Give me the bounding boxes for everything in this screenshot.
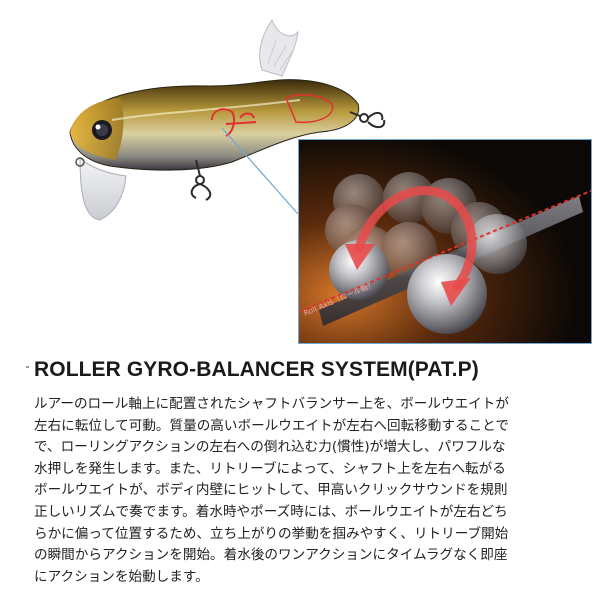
- page-title: ROLLER GYRO-BALANCER SYSTEM(PAT.P): [34, 358, 479, 381]
- description-line: で、ローリングアクションの左右への倒れ込む力(慣性)が増大し、パワフルな: [34, 439, 506, 456]
- gyro-detail-panel: Roll Axis（ロール軸）: [298, 139, 592, 344]
- description-line: ボールウエイトが、ボディ内壁にヒットして、甲高いクリックサウンドを規則: [34, 482, 508, 499]
- description-line: ルアーのロール軸上に配置されたシャフトバランサー上を、ボールウエイトが: [34, 396, 509, 412]
- ball-weight-mid: [467, 214, 527, 274]
- front-hook: [190, 159, 212, 201]
- heading-mark: [26, 366, 29, 368]
- description-text: ルアーのロール軸上に配置されたシャフトバランサー上を、ボールウエイトが 左右に転…: [34, 394, 574, 588]
- lure-eye: [92, 120, 112, 140]
- arrow-head-down: [441, 278, 471, 306]
- description-line: 正しいリズムで奏でます。着水時やポーズ時には、ボールウエイトが左右どち: [34, 503, 508, 520]
- product-figure: Roll Axis（ロール軸）: [69, 18, 592, 344]
- lure-lip: [79, 156, 127, 221]
- line-tie: [75, 157, 85, 167]
- gyro-balancer-illustration: Roll Axis（ロール軸）: [299, 140, 591, 343]
- description-line: 水押しを発生します。また、リトリーブによって、シャフト上を左右へ転がる: [34, 460, 506, 477]
- internal-mechanism: [211, 93, 334, 137]
- ball-weight-left: [329, 240, 389, 300]
- description-line: 左右に転位して可動。質量の高いボールウエイトが左右へ回転移動することで: [34, 417, 509, 434]
- lure-illustration: [69, 18, 386, 221]
- callout-connector: [221, 127, 299, 215]
- arrow-head-up: [345, 244, 375, 270]
- description-line: にアクションを始動します。: [34, 568, 209, 585]
- description-line: らかに偏って位置するため、立ち上がりの挙動を掴みやすく、リトリーブ開始: [34, 525, 509, 542]
- tail-fin: [259, 18, 299, 77]
- rear-hook: [349, 111, 386, 128]
- description-line: の瞬間からアクションを開始。着水後のワンアクションにタイムラグなく即座: [34, 547, 508, 564]
- lure-body: [69, 79, 360, 171]
